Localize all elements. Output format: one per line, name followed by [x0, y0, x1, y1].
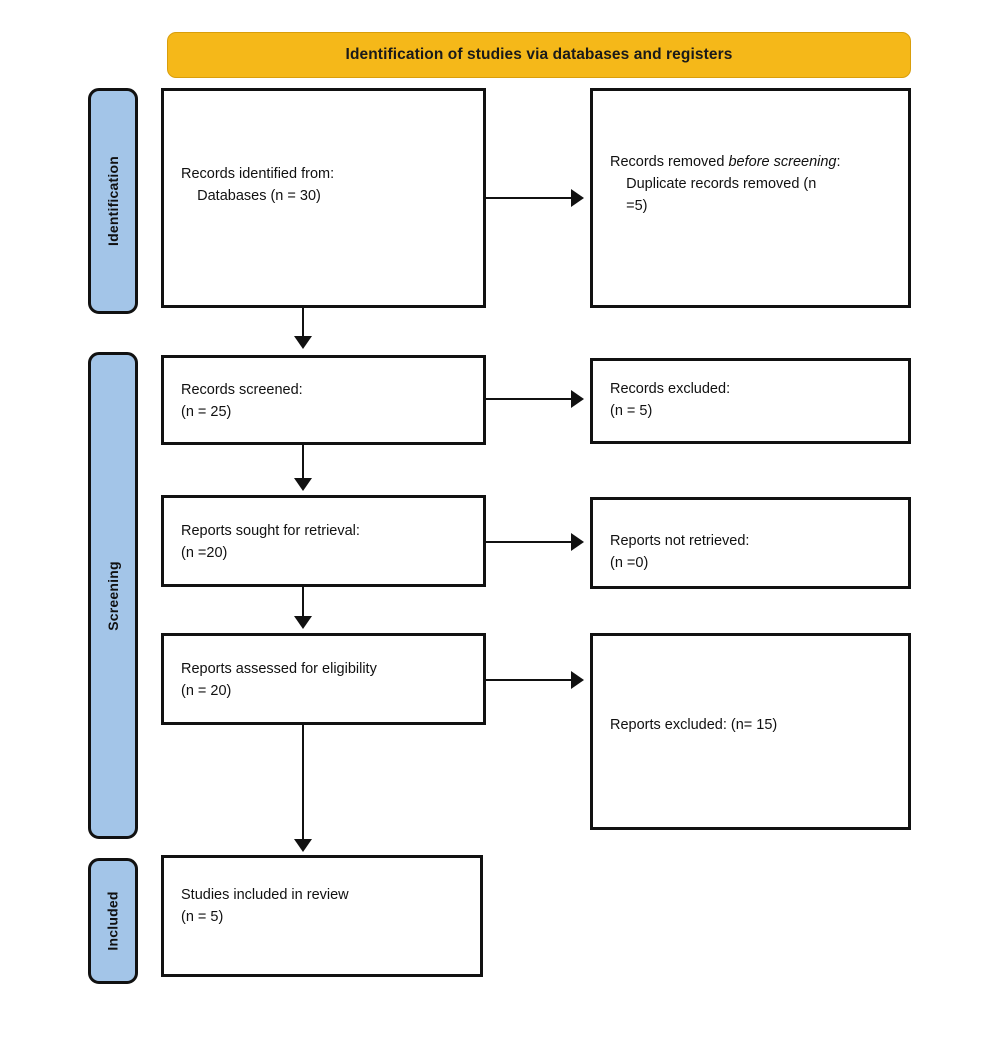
phase-bar-identification: Identification [88, 88, 138, 314]
box-records-identified: Records identified from: Databases (n = … [161, 88, 486, 308]
box-records-removed-text: Records removed before screening: Duplic… [610, 151, 898, 217]
box-records-screened: Records screened: (n = 25) [161, 355, 486, 445]
arrowhead-down-icon [294, 616, 312, 629]
records-excluded-line1: Records excluded: [610, 381, 731, 397]
records-screened-line2: (n = 25) [181, 404, 232, 420]
reports-not-retrieved-line1: Reports not retrieved: [610, 533, 750, 549]
reports-sought-line2: (n =20) [181, 545, 228, 561]
connector-sought-to-assessed [302, 587, 304, 620]
box-studies-included: Studies included in review (n = 5) [161, 855, 483, 977]
connector-assessed-to-included [302, 725, 304, 842]
records-removed-line3: =5) [610, 198, 648, 214]
arrowhead-down-icon [294, 336, 312, 349]
arrowhead-right-icon [571, 671, 584, 689]
reports-sought-line1: Reports sought for retrieval: [181, 523, 360, 539]
records-identified-line1: Records identified from: [181, 166, 335, 182]
phase-bar-screening: Screening [88, 352, 138, 839]
records-removed-line2: Duplicate records removed (n [610, 176, 817, 192]
phase-label-screening: Screening [105, 560, 121, 631]
box-reports-sought-text: Reports sought for retrieval: (n =20) [181, 520, 473, 564]
arrowhead-down-icon [294, 839, 312, 852]
records-screened-line1: Records screened: [181, 382, 303, 398]
box-reports-assessed: Reports assessed for eligibility (n = 20… [161, 633, 486, 725]
box-reports-assessed-text: Reports assessed for eligibility (n = 20… [181, 658, 473, 702]
diagram-title: Identification of studies via databases … [345, 46, 733, 63]
box-records-excluded-text: Records excluded: (n = 5) [610, 378, 898, 422]
records-identified-line2: Databases (n = 30) [181, 188, 321, 204]
box-records-excluded: Records excluded: (n = 5) [590, 358, 911, 444]
box-reports-excluded: Reports excluded: (n= 15) [590, 633, 911, 830]
studies-included-line2: (n = 5) [181, 909, 224, 925]
diagram-title-banner: Identification of studies via databases … [167, 32, 911, 78]
box-reports-not-retrieved-text: Reports not retrieved: (n =0) [610, 530, 898, 574]
box-reports-excluded-text: Reports excluded: (n= 15) [610, 714, 898, 736]
connector-assessed-to-excluded [486, 679, 574, 681]
phase-bar-included: Included [88, 858, 138, 984]
reports-assessed-line2: (n = 20) [181, 683, 232, 699]
records-removed-emphasis: before screening [728, 154, 837, 170]
connector-identified-to-screened [302, 308, 304, 342]
box-records-screened-text: Records screened: (n = 25) [181, 379, 473, 423]
records-excluded-line2: (n = 5) [610, 403, 653, 419]
reports-not-retrieved-line2: (n =0) [610, 555, 649, 571]
arrowhead-right-icon [571, 533, 584, 551]
reports-assessed-line1: Reports assessed for eligibility [181, 661, 377, 677]
box-records-identified-text: Records identified from: Databases (n = … [181, 163, 473, 207]
reports-excluded-line1: Reports excluded: (n= 15) [610, 717, 778, 733]
box-reports-sought: Reports sought for retrieval: (n =20) [161, 495, 486, 587]
phase-label-included: Included [105, 891, 122, 951]
box-reports-not-retrieved: Reports not retrieved: (n =0) [590, 497, 911, 589]
connector-screened-to-excluded [486, 398, 574, 400]
arrowhead-right-icon [571, 390, 584, 408]
connector-sought-to-not-retrieved [486, 541, 574, 543]
records-removed-trail: : [836, 154, 841, 170]
arrowhead-right-icon [571, 189, 584, 207]
box-records-removed: Records removed before screening: Duplic… [590, 88, 911, 308]
studies-included-line1: Studies included in review [181, 887, 349, 903]
arrowhead-down-icon [294, 478, 312, 491]
connector-identified-to-removed [486, 197, 574, 199]
records-removed-lead: Records removed [610, 154, 729, 170]
phase-label-identification: Identification [105, 156, 122, 246]
box-studies-included-text: Studies included in review (n = 5) [181, 884, 470, 928]
connector-screened-to-sought [302, 445, 304, 482]
